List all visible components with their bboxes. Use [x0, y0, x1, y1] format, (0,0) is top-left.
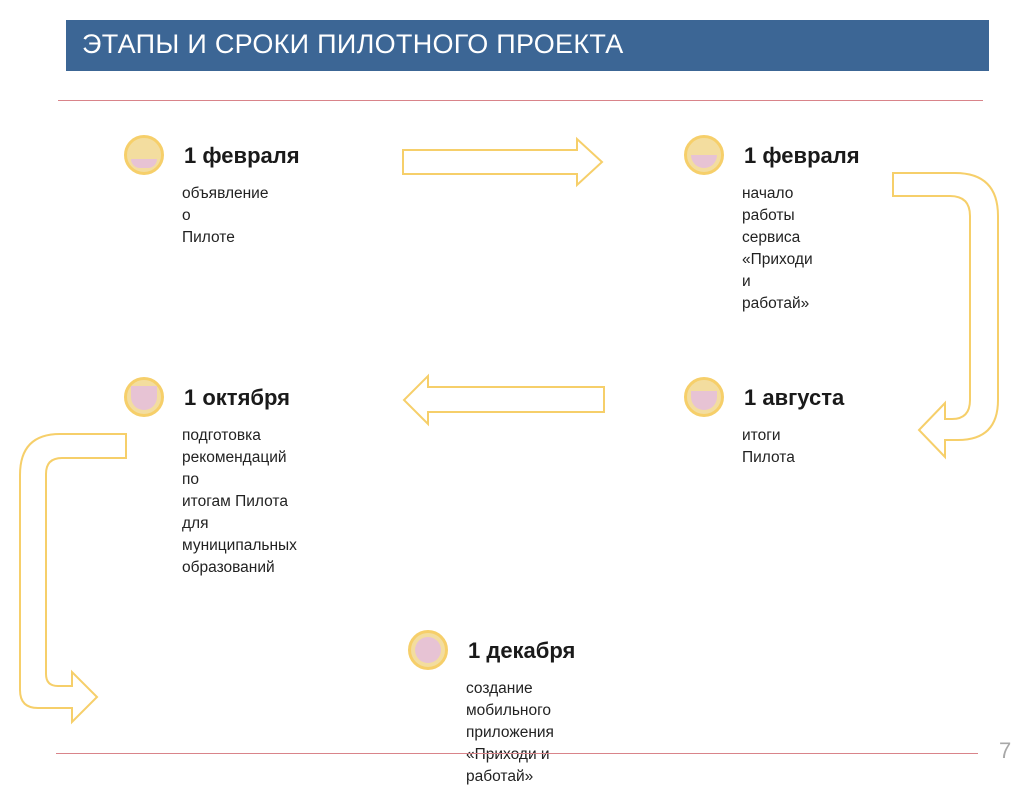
title-bar: ЭТАПЫ И СРОКИ ПИЛОТНОГО ПРОЕКТА [66, 20, 989, 71]
arrow-left-icon [402, 373, 605, 427]
progress-marker-icon [684, 377, 724, 417]
step-date: 1 октября [184, 385, 290, 410]
curved-arrow-down-right-icon [19, 433, 127, 725]
step-date: 1 февраля [184, 143, 300, 168]
step-date: 1 февраля [744, 143, 860, 168]
page-number: 7 [999, 738, 1012, 763]
step-date: 1 августа [744, 385, 845, 410]
page-title: ЭТАПЫ И СРОКИ ПИЛОТНОГО ПРОЕКТА [82, 29, 624, 59]
top-divider [58, 100, 983, 101]
progress-marker-icon [124, 377, 164, 417]
flow-arrows [19, 136, 999, 725]
step-description: объявление о Пилоте [182, 185, 269, 246]
u-turn-arrow-icon [892, 172, 999, 460]
step-description: начало работы сервиса «Приходи и работай… [742, 185, 813, 312]
bottom-divider [56, 753, 978, 754]
arrow-right-icon [402, 136, 604, 188]
step-description: создание мобильного приложения «Приходи … [466, 680, 554, 785]
progress-marker-icon [124, 135, 164, 175]
progress-marker-icon [408, 630, 448, 670]
step-description: подготовка рекомендаций по итогам Пилота… [182, 427, 297, 576]
step-date: 1 декабря [468, 638, 576, 663]
progress-marker-icon [684, 135, 724, 175]
step-description: итоги Пилота [742, 427, 795, 466]
